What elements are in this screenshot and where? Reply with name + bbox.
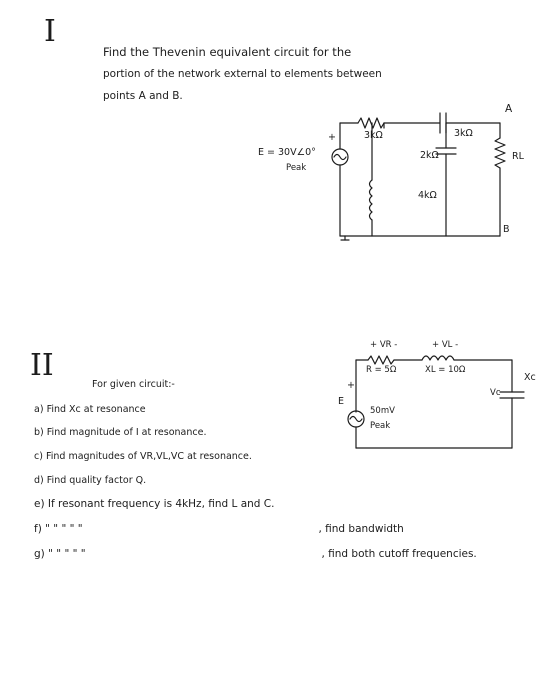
problem-1-text-line-1: Find the Thevenin equivalent circuit for…	[103, 45, 352, 59]
source-label: E = 30V∠0°	[258, 147, 316, 158]
problem-2-numeral: II	[30, 348, 54, 383]
question-label: d)	[34, 475, 44, 486]
question-text: , find bandwidth	[318, 523, 404, 535]
circuit-1	[331, 112, 506, 241]
problem-1-text-line-2: portion of the network external to eleme…	[103, 68, 382, 80]
node-a-label: A	[505, 103, 513, 115]
question-item: g) " " " " " , find both cutoff frequenc…	[34, 548, 477, 560]
question-ditto: " " " " "	[48, 548, 86, 560]
r-label: R = 5Ω	[366, 365, 397, 375]
source-peak-note: Peak	[286, 163, 307, 173]
question-item: b) Find magnitude of I at resonance.	[34, 427, 207, 438]
load-resistor-symbol	[494, 137, 506, 169]
load-label: RL	[512, 151, 524, 162]
question-label: g)	[34, 548, 45, 560]
resistor-symbol	[367, 355, 395, 365]
question-text: Find magnitude of I at resonance.	[46, 427, 207, 438]
resistor-top-left-label: 3kΩ	[364, 130, 383, 141]
resistor-symbol	[357, 117, 385, 129]
question-item: f) " " " " " , find bandwidth	[34, 523, 404, 535]
question-ditto: " " " " "	[45, 523, 83, 535]
capacitor-mid-label: 2kΩ	[420, 150, 439, 161]
problem-2-intro: For given circuit:-	[92, 379, 175, 390]
inductor-mid-label: 4kΩ	[418, 190, 437, 201]
question-label: e)	[34, 498, 45, 510]
question-item: e) If resonant frequency is 4kHz, find L…	[34, 498, 274, 510]
question-text: Find Xc at resonance	[46, 404, 146, 415]
ac-wave	[333, 153, 347, 161]
vr-label: + VR -	[370, 340, 398, 350]
question-label: b)	[34, 427, 44, 438]
source-symbol: E	[338, 396, 345, 407]
question-text: , find both cutoff frequencies.	[321, 548, 477, 560]
question-text: If resonant frequency is 4kHz, find L an…	[47, 498, 275, 510]
xl-label: XL = 10Ω	[425, 365, 466, 375]
ac-wave	[349, 415, 363, 423]
question-item: c) Find magnitudes of VR,VL,VC at resona…	[34, 451, 252, 462]
question-text: Find magnitudes of VR,VL,VC at resonance…	[45, 451, 252, 462]
xc-label: Xc	[524, 372, 536, 383]
source-value: 50mV	[370, 406, 395, 416]
node-b-label: B	[503, 224, 510, 235]
question-item: d) Find quality factor Q.	[34, 475, 146, 486]
capacitor-top-right-label: 3kΩ	[454, 128, 473, 139]
vl-label: + VL -	[432, 340, 459, 350]
inductor-symbol	[421, 355, 455, 361]
problem-1-text-line-3: points A and B.	[103, 90, 183, 102]
question-label: c)	[34, 451, 43, 462]
source-plus: +	[328, 132, 336, 143]
question-item: a) Find Xc at resonance	[34, 404, 146, 415]
question-label: f)	[34, 523, 42, 535]
circuit-2	[347, 355, 525, 449]
inductor-symbol	[368, 179, 373, 221]
source-peak-note: Peak	[370, 421, 391, 431]
problem-1-numeral: I	[44, 14, 56, 49]
question-text: Find quality factor Q.	[46, 475, 147, 486]
question-label: a)	[34, 404, 44, 415]
vc-label: Vc	[490, 388, 501, 398]
source-plus: +	[347, 380, 355, 391]
